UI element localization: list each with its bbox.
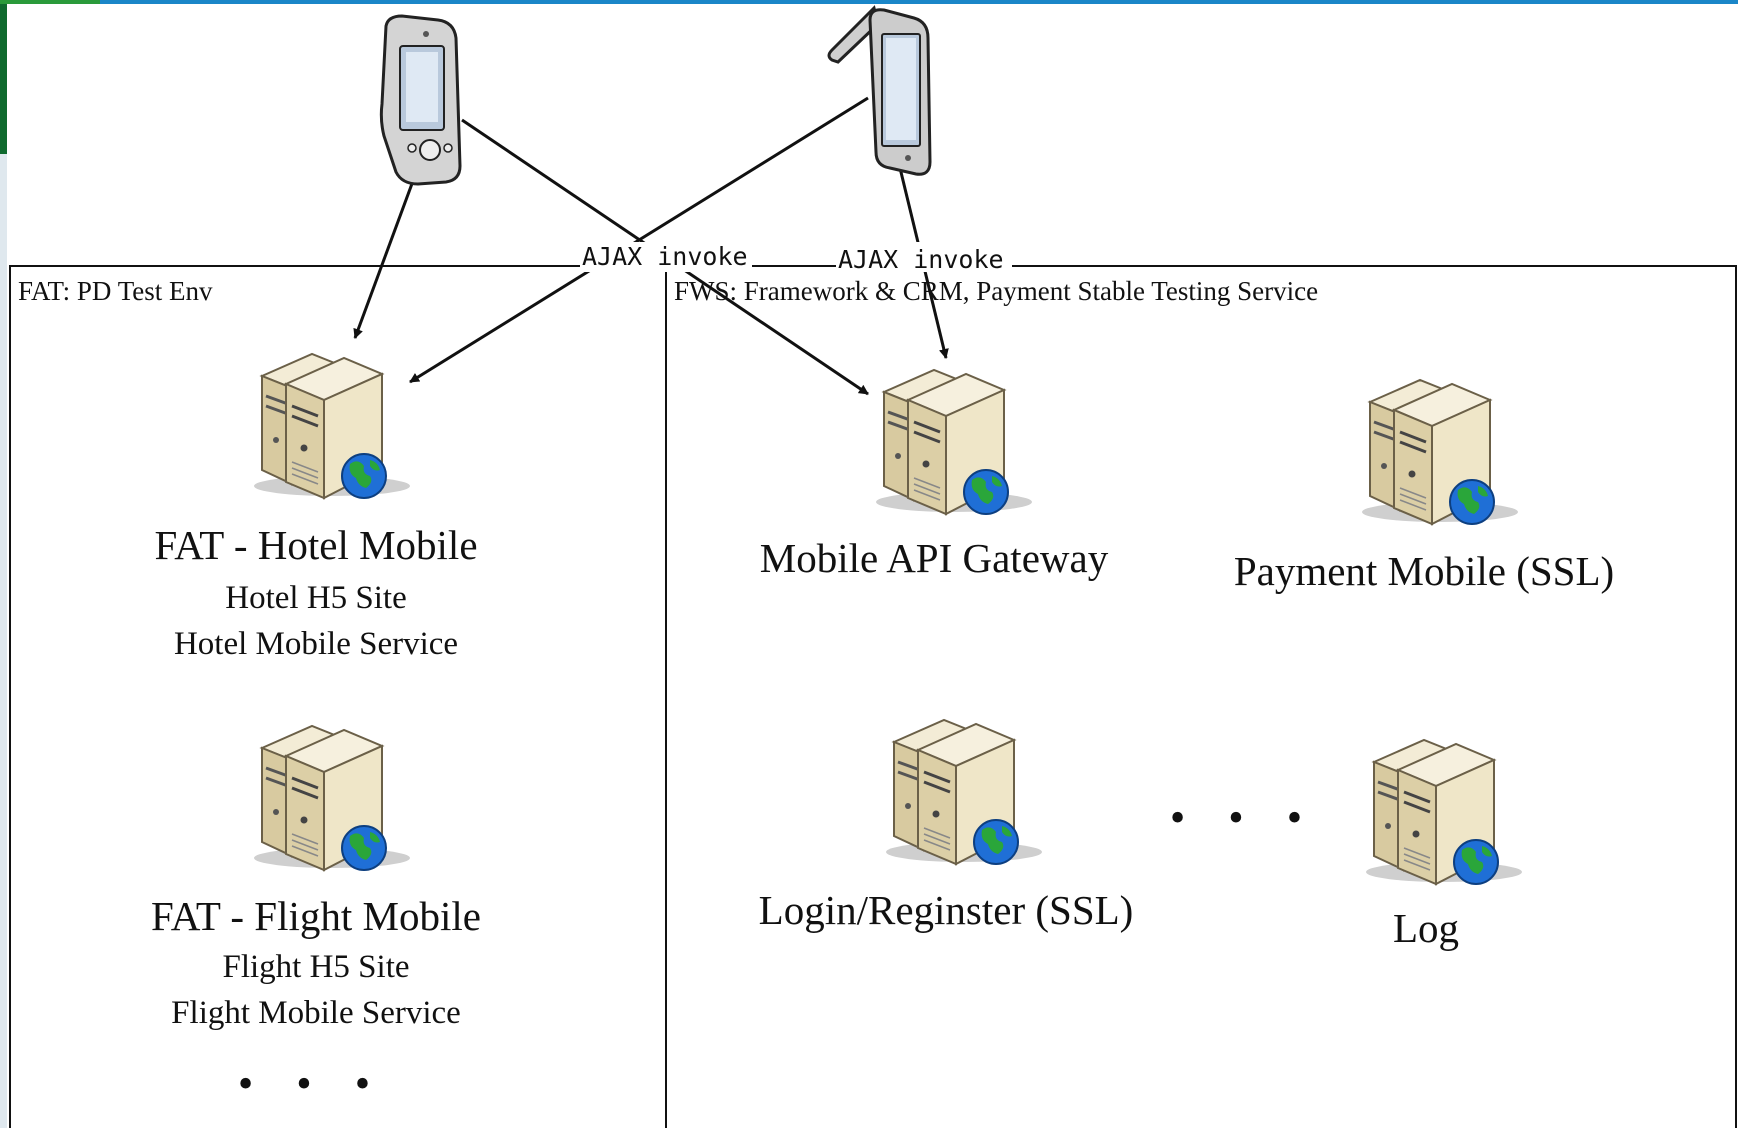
login-register-server: Login/Reginster (SSL) bbox=[759, 718, 1134, 933]
web-server-icon bbox=[884, 718, 1044, 866]
fat-environment-label: FAT: PD Test Env bbox=[18, 276, 213, 306]
hotel-mobile-server: FAT - Hotel Mobile Hotel H5 Site Hotel M… bbox=[154, 352, 478, 662]
fat-environment-box: FAT: PD Test Env bbox=[9, 265, 667, 1128]
server-subtitle: Flight Mobile Service bbox=[171, 995, 461, 1031]
web-server-icon bbox=[1364, 738, 1524, 886]
tablet-stylus-icon bbox=[827, 5, 932, 176]
payment-mobile-server: Payment Mobile (SSL) bbox=[1234, 378, 1614, 594]
server-title: FAT - Hotel Mobile bbox=[154, 522, 477, 568]
web-server-icon bbox=[1360, 378, 1520, 526]
ajax-label-background bbox=[580, 242, 752, 272]
flight-mobile-server: FAT - Flight Mobile Flight H5 Site Fligh… bbox=[151, 724, 481, 1108]
top-accent-bar bbox=[0, 0, 1738, 4]
web-server-icon bbox=[874, 368, 1034, 516]
server-title: Login/Reginster (SSL) bbox=[759, 887, 1134, 933]
server-title: FAT - Flight Mobile bbox=[151, 893, 481, 939]
web-server-icon bbox=[252, 352, 412, 500]
server-title: Payment Mobile (SSL) bbox=[1234, 548, 1614, 594]
mobile-api-gateway-server: Mobile API Gateway bbox=[760, 368, 1109, 581]
server-title: Mobile API Gateway bbox=[760, 535, 1109, 581]
server-subtitle: Hotel H5 Site bbox=[225, 580, 406, 616]
pda-to-hotel-arrow bbox=[353, 161, 422, 339]
server-subtitle: Flight H5 Site bbox=[222, 949, 409, 985]
ajax-label-background bbox=[836, 242, 1012, 272]
server-title: Log bbox=[1393, 905, 1459, 951]
server-subtitle: Hotel Mobile Service bbox=[174, 626, 458, 662]
ajax-invoke-label-left: AJAX invoke bbox=[582, 242, 748, 271]
ajax-invoke-label-right: AJAX invoke bbox=[838, 245, 1004, 274]
web-server-icon bbox=[252, 724, 412, 872]
left-window-edge bbox=[0, 4, 7, 1128]
fws-environment-box: FWS: Framework & CRM, Payment Stable Tes… bbox=[665, 265, 1737, 1128]
tablet-to-hotel-arrow bbox=[409, 96, 869, 384]
log-server: Log bbox=[1364, 738, 1524, 951]
pda-device-icon bbox=[379, 14, 462, 186]
more-services-ellipsis: • • • bbox=[1170, 793, 1318, 842]
top-accent-bar-green bbox=[0, 0, 100, 4]
fws-environment-label: FWS: Framework & CRM, Payment Stable Tes… bbox=[674, 276, 1318, 306]
more-services-ellipsis: • • • bbox=[238, 1059, 386, 1108]
